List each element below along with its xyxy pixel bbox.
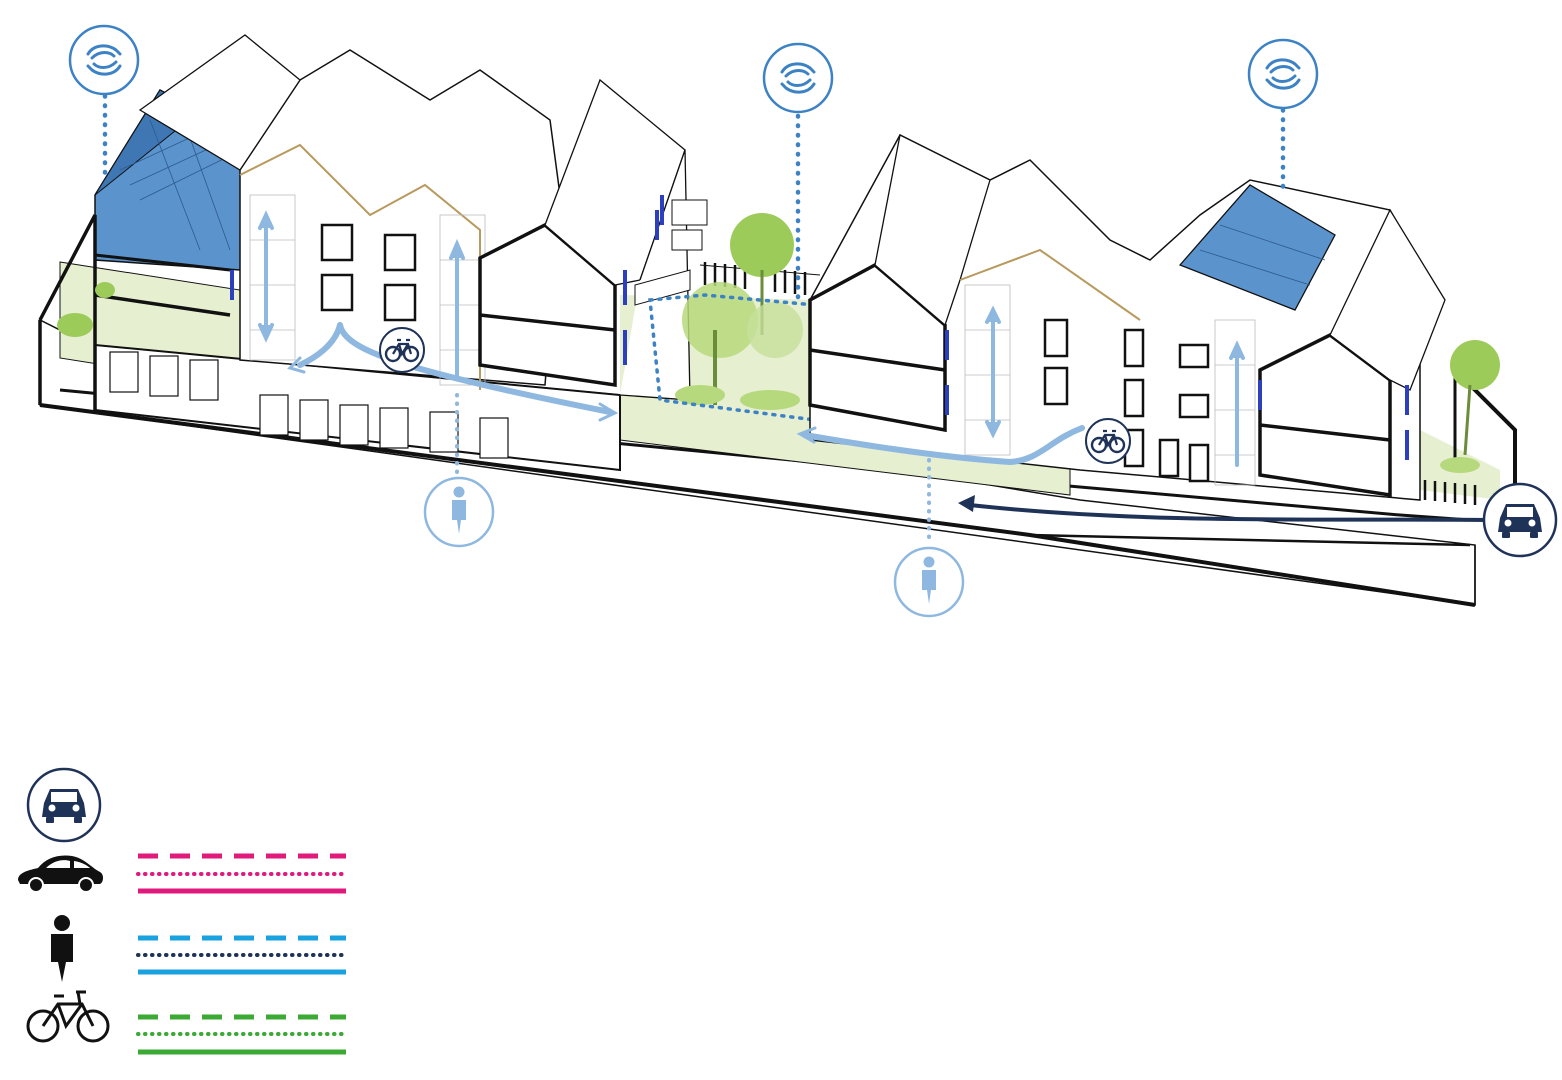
legend-car-lines <box>136 853 348 894</box>
bicycle-icon <box>1085 418 1131 464</box>
legend-pedestrian-lines <box>136 935 348 975</box>
bicycle-icon <box>379 327 425 373</box>
car-icon <box>1482 482 1558 558</box>
car-side-icon <box>18 855 103 893</box>
hands-exchange-icon <box>762 42 834 114</box>
building-right <box>808 134 1517 505</box>
pedestrian-flow-arrows <box>258 210 1245 467</box>
building-left <box>38 34 708 472</box>
pedestrian-icon <box>893 546 965 618</box>
legend <box>18 767 348 1055</box>
bicycle-icon <box>26 990 110 1043</box>
courtyard <box>648 213 827 422</box>
pedestrian-icon <box>423 476 495 548</box>
car-path <box>958 495 1491 522</box>
pedestrian-icon <box>51 915 73 982</box>
hands-exchange-icon <box>68 24 140 96</box>
leader-lines <box>102 93 1286 547</box>
hands-exchange-icon <box>1247 38 1319 110</box>
car-icon <box>26 767 102 843</box>
legend-bicycle-lines <box>136 1014 348 1055</box>
